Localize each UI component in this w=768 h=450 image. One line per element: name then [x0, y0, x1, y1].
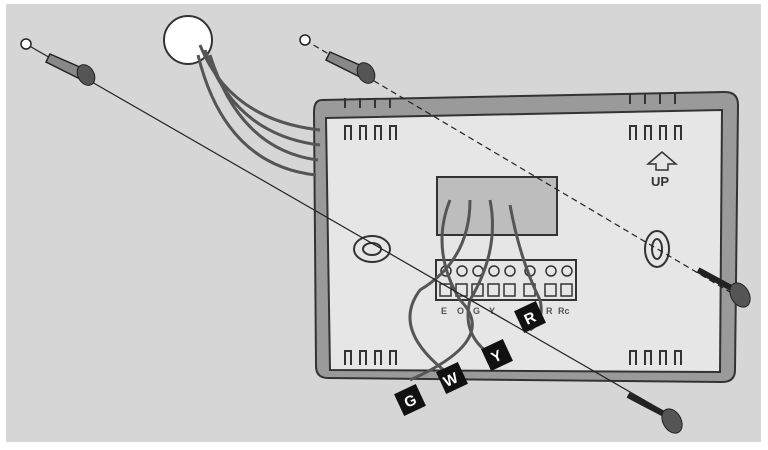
wall-anchor-icon — [324, 51, 376, 84]
terminal-label: E — [441, 306, 447, 316]
wire-tag-r: R — [514, 301, 546, 333]
wall-anchor-icon — [44, 53, 96, 86]
wall-hole — [299, 34, 311, 46]
wall-hole — [20, 38, 32, 50]
screw-icon — [626, 392, 683, 434]
mounting-slot-right — [644, 230, 670, 268]
terminal-label: G — [473, 306, 480, 316]
screw-icon — [696, 267, 751, 308]
terminal-label: R — [546, 306, 553, 316]
guide-line-right — [304, 39, 736, 296]
up-arrow-icon — [645, 151, 679, 171]
terminal-label: Rc — [558, 306, 570, 316]
terminal-label: O — [457, 306, 464, 316]
guide-line-left — [25, 43, 671, 416]
wire-tag-w: W — [436, 362, 468, 394]
wire-tag-y: Y — [481, 339, 513, 371]
wire-tag-g: G — [394, 384, 426, 416]
thermostat-base: UP E O G Y R Rc — [312, 90, 740, 384]
up-label: UP — [651, 174, 669, 189]
terminal-label: Y — [489, 306, 495, 316]
mounting-slot-left — [353, 235, 391, 263]
